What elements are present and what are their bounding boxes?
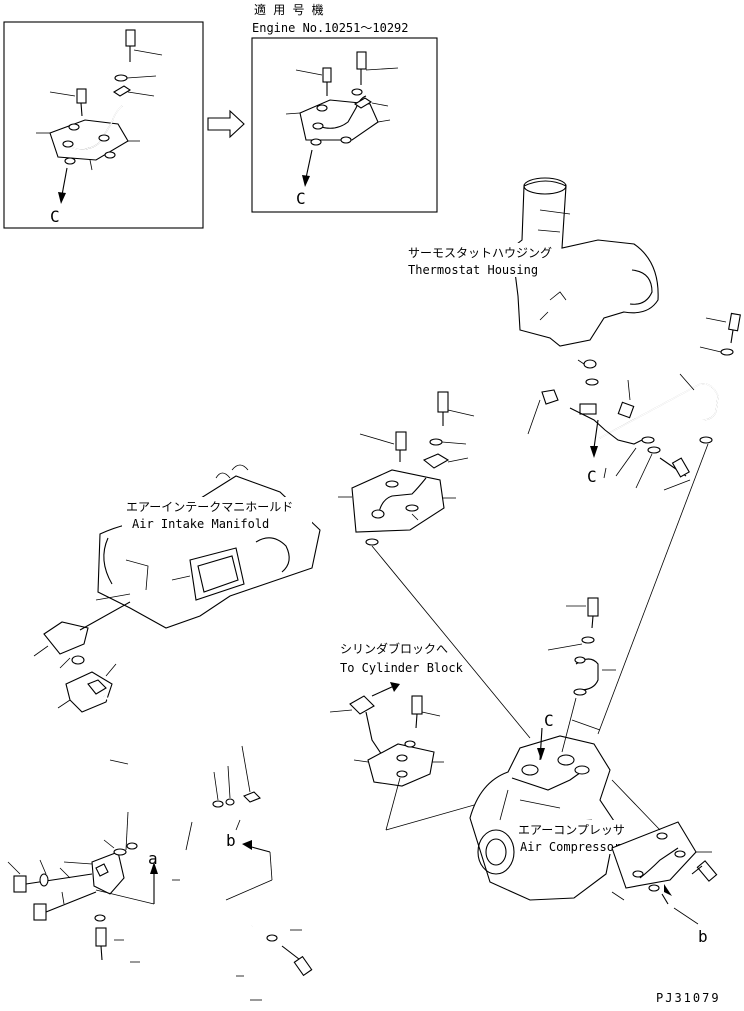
applicable-title: 適 用 号 機 (254, 2, 324, 17)
ref-b-pipe: b (226, 831, 236, 850)
ref-b-compressor: b (698, 927, 708, 946)
upper-right-pipe-assembly: C (527, 312, 741, 735)
inset-new-layout: 適 用 号 機 Engine No.10251～10292 C (251, 2, 438, 213)
thermostat-housing: サーモスタットハウジング Thermostat Housing (406, 177, 659, 347)
left-bracket-assembly: a (7, 811, 262, 1001)
figure-code: PJ31079 (656, 991, 721, 1005)
ref-a-arrow: a (148, 849, 158, 868)
cylinder-block-label-en: To Cylinder Block (340, 661, 464, 675)
inset-old-layout: C (3, 21, 204, 229)
thermostat-housing-label-jp: サーモスタットハウジング (408, 246, 552, 260)
ref-c-upper: C (587, 467, 597, 486)
air-compressor-label-en: Air Compressor (520, 840, 621, 854)
cylinder-block-label-jp: シリンダブロックへ (340, 641, 448, 656)
ref-c-new: C (296, 189, 306, 208)
cylinder-block-pipe-assembly: シリンダブロックへ To Cylinder Block (329, 641, 521, 831)
middle-bracket-assembly (338, 391, 531, 739)
engine-number-range: Engine No.10251～10292 (252, 21, 409, 35)
ref-c-compressor: C (544, 711, 554, 730)
air-intake-label-en: Air Intake Manifold (132, 517, 269, 531)
left-pipe-assembly: b (57, 663, 313, 977)
change-arrow-icon (207, 109, 245, 139)
air-compressor-label-jp: エアーコンプレッサ (518, 823, 625, 837)
ref-c-old: C (50, 207, 60, 226)
air-intake-label-jp: エアーインテークマニホールド (126, 500, 293, 514)
air-compressor: C エアーコンプレッサ Air Compressor b (469, 597, 718, 946)
thermostat-housing-label-en: Thermostat Housing (408, 263, 538, 277)
air-intake-manifold: エアーインテークマニホールド Air Intake Manifold (33, 464, 321, 669)
